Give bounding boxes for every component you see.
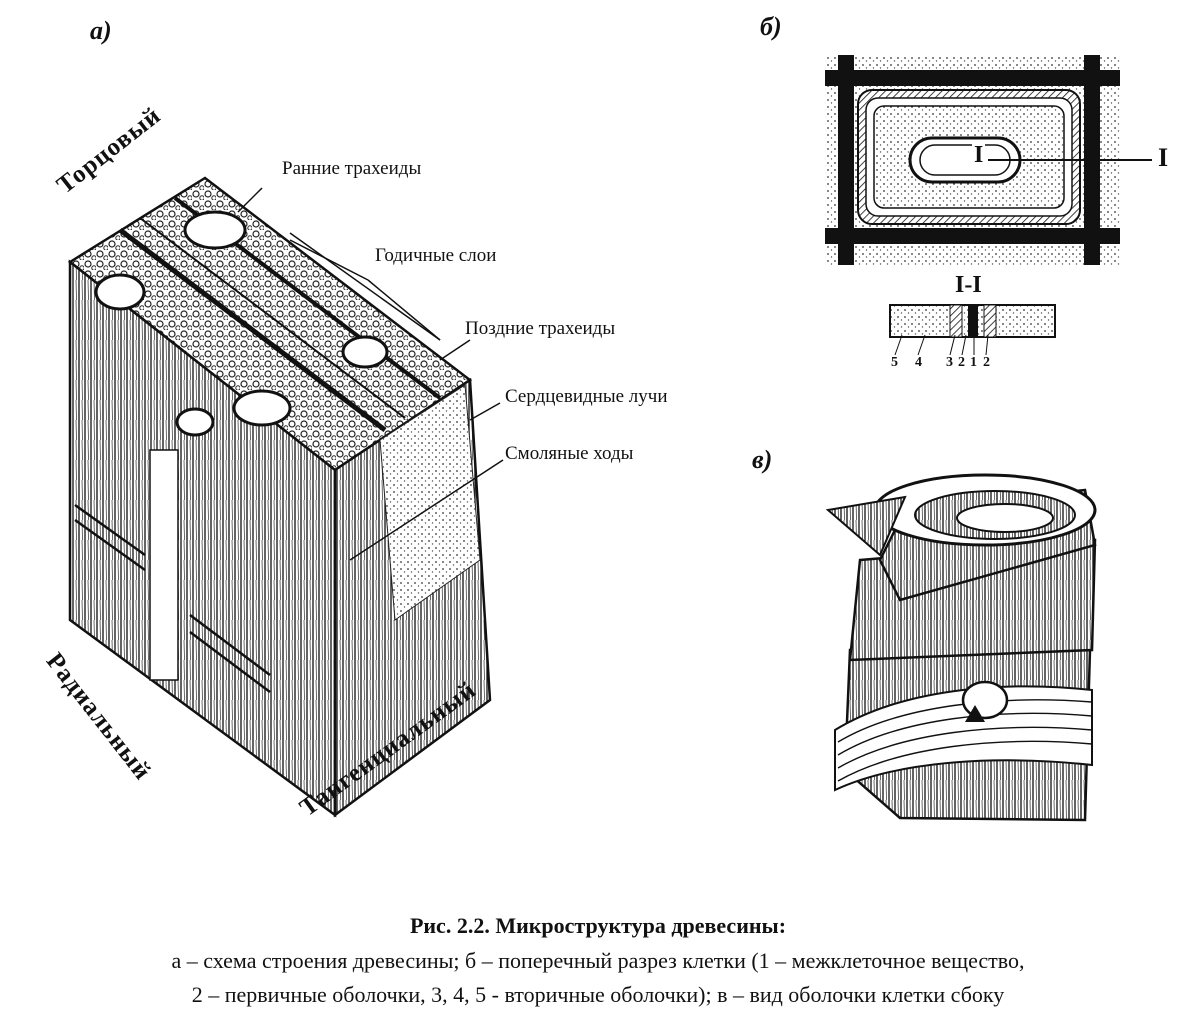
section-title: I-I [955,272,982,298]
panel-b-label: б) [760,12,782,41]
layer-number: 1 [970,355,977,370]
cell-cross-section [825,55,1152,356]
section-marker-inner: I [972,142,986,169]
section-marker-outer: I [1158,143,1169,172]
figure-caption-line-1: а – схема строения древесины; б – попере… [171,948,1025,973]
panel-a-label: а) [90,16,112,45]
label-late-tracheids: Поздние трахеиды [465,318,616,339]
early-tracheid-hole [183,210,247,250]
label-medullary-rays: Сердцевидные лучи [505,386,668,407]
early-tracheid-hole [94,273,146,311]
label-annual-layers: Годичные слои [375,245,497,266]
panel-v-label: в) [752,445,773,474]
layer-number: 2 [983,355,990,370]
label-early-tracheids: Ранние трахеиды [282,158,422,179]
layer-number: 5 [891,355,898,370]
layer-number: 2 [958,355,965,370]
label-resin-ducts: Смоляные ходы [505,443,634,464]
figure-caption-title: Рис. 2.2. Микроструктура древесины: [409,913,787,938]
early-tracheid-hole [341,335,389,369]
cell-wall-side-view [825,473,1097,822]
wood-block-diagram [67,176,504,818]
early-tracheid-hole [175,407,215,437]
figure-caption-line-2: 2 – первичные оболочки, 3, 4, 5 - вторич… [191,982,1005,1007]
layer-number: 4 [915,355,922,370]
early-tracheid-hole [232,389,292,427]
layer-number: 3 [946,355,953,370]
